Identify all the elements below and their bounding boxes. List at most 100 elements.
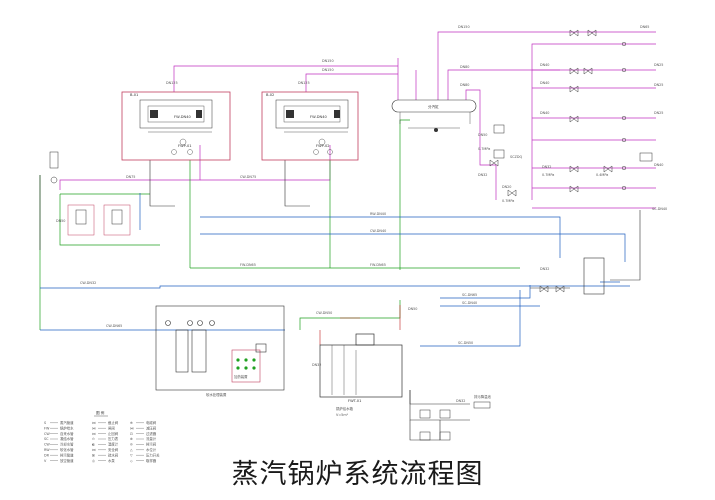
legend-symbol: ◇ bbox=[130, 459, 133, 463]
legend-symbol: CW bbox=[44, 443, 50, 447]
legend-text: 自来水管 bbox=[60, 431, 74, 436]
boiler-1: B-01 FW-DN40 FWP-01 bbox=[121, 91, 231, 161]
legend-symbol: ⋈ bbox=[92, 432, 95, 436]
label-cw-dn40: CW-DN40 bbox=[370, 229, 386, 233]
water-treatment-room bbox=[155, 305, 285, 391]
legend-symbol: ◎ bbox=[92, 459, 95, 463]
legend-symbol: FW bbox=[44, 426, 50, 430]
label-sc-dn40: SC-DN40 bbox=[462, 301, 477, 305]
label-header-branch-2: DN80 bbox=[460, 83, 469, 87]
legend-symbol: ⊘ bbox=[130, 443, 133, 447]
legend-text: 安全阀 bbox=[108, 447, 119, 452]
label-dn50-tank: DN50 bbox=[408, 307, 417, 311]
legend-col-2: ⋈截止阀⋈闸阀⋈止回阀⊙压力表◐温度计⋈安全阀⊠疏水阀◎水泵 bbox=[92, 420, 119, 463]
branch-dest-1: DN65 bbox=[640, 25, 649, 29]
label-cw-dn65: CW-DN65 bbox=[106, 324, 122, 328]
prv-size: DN50 bbox=[478, 133, 487, 137]
legend-symbol: ⊡ bbox=[130, 432, 133, 436]
legend-text: 电磁阀 bbox=[146, 420, 157, 425]
branch-size-4: DN40 bbox=[540, 111, 549, 115]
label-b2-riser: DN125 bbox=[298, 81, 310, 85]
legend-symbol: DR bbox=[44, 453, 50, 457]
boiler-1-pump: FWP-01 bbox=[178, 144, 192, 148]
legend-symbol: SC bbox=[44, 437, 49, 441]
legend-text: 凝结水管 bbox=[60, 436, 74, 441]
legend-symbol: △ bbox=[130, 448, 133, 452]
legend-text: 温度计 bbox=[108, 442, 119, 447]
boiler-1-id: B-01 bbox=[130, 93, 138, 97]
boiler-1-unit: FW-DN40 bbox=[174, 115, 192, 119]
legend-text: 水位计 bbox=[146, 447, 157, 452]
branch-dest-3: DN25 bbox=[654, 83, 663, 87]
legend-text: 取样器 bbox=[146, 458, 157, 463]
legend-text: 过滤器 bbox=[146, 431, 157, 436]
label-cw-dn75: DN75 bbox=[126, 175, 135, 179]
legend-text: 放空管道 bbox=[60, 458, 74, 463]
legend-text: 蒸汽管道 bbox=[60, 420, 74, 425]
condensate-unit bbox=[539, 257, 605, 295]
legend-symbol: V bbox=[44, 459, 47, 463]
label-cw-dn75-2: CW-DN75 bbox=[240, 175, 256, 179]
legend-heading: 图 例 bbox=[96, 410, 105, 415]
cooling-water-lines bbox=[40, 193, 630, 347]
feedwater-lines bbox=[39, 119, 520, 330]
branch-pressure-2: 0.4MPa bbox=[596, 173, 608, 177]
legend-text: 水泵 bbox=[108, 458, 115, 463]
legend-symbol: ⋈ bbox=[92, 448, 95, 452]
legend-text: 锅炉给水 bbox=[60, 425, 74, 430]
branch-valves bbox=[569, 29, 653, 193]
legend-text: 排污阀 bbox=[146, 442, 157, 447]
steam-header-label: 分汽缸 bbox=[428, 104, 439, 109]
label-steam-top: DN150 bbox=[458, 25, 470, 29]
boiler-2-unit: FW-DN40 bbox=[310, 115, 328, 119]
legend-symbol: ▽ bbox=[130, 453, 133, 457]
label-dn32-left: DN32 bbox=[540, 267, 549, 271]
legend-symbol: ⊙ bbox=[92, 437, 95, 441]
legend-symbol: S bbox=[44, 421, 46, 425]
blowdown-lines bbox=[319, 305, 401, 345]
legend-text: 冷却水管 bbox=[60, 442, 74, 447]
page-title: 蒸汽锅炉系统流程图 bbox=[231, 459, 484, 490]
label-fw-dn65-2: FW-DN65 bbox=[370, 263, 386, 267]
tank-note-1: 锅炉给水箱 bbox=[336, 406, 354, 411]
legend-symbol: ⊕ bbox=[130, 421, 133, 425]
boiler-2: B-02 FW-DN40 FWP-02 bbox=[261, 91, 359, 161]
steam-header: 分汽缸 bbox=[391, 99, 477, 132]
legend-symbol: ⊠ bbox=[92, 453, 95, 457]
branch-dest-2: DN25 bbox=[654, 63, 663, 67]
legend-text: 止回阀 bbox=[108, 431, 119, 436]
branch-size-5: DN32 bbox=[542, 165, 551, 169]
prv-dn20: DN20 bbox=[502, 185, 511, 189]
label-header-branch: DN80 bbox=[460, 65, 469, 69]
legend-text: 截止阀 bbox=[108, 420, 119, 425]
legend-symbol: ⋈ bbox=[92, 426, 95, 430]
legend-symbol: ◐ bbox=[92, 443, 95, 447]
label-rw-dn40: RW-DN40 bbox=[370, 212, 386, 216]
drain-lines bbox=[39, 160, 641, 441]
legend-text: 排污管道 bbox=[60, 452, 74, 457]
legend-symbol: CW bbox=[44, 432, 50, 436]
softener-label: 软水处理装置 bbox=[206, 392, 227, 397]
branch-dest-6: SC-DN40 bbox=[652, 207, 667, 211]
branch-dest-5: DN40 bbox=[654, 163, 663, 167]
legend-symbol: ⊗ bbox=[130, 437, 133, 441]
label-sc-dn65: SC-DN65 bbox=[462, 293, 477, 297]
legend-text: 软化水管 bbox=[60, 447, 74, 452]
label-cw-dn50: CW-DN50 bbox=[316, 311, 332, 315]
drain-box-label: 排污降温池 bbox=[474, 394, 492, 399]
legend-col-3: ⊕电磁阀⋈减压阀⊡过滤器⊗流量计⊘排污阀△水位计▽压力开关◇取样器 bbox=[130, 420, 160, 463]
branch-size-3: DN40 bbox=[540, 81, 549, 85]
prv-station bbox=[489, 124, 517, 197]
label-steam-main-1: DN150 bbox=[322, 59, 334, 63]
feedwater-tank bbox=[319, 333, 403, 398]
softener-unit bbox=[49, 151, 131, 236]
label-fw-dn65-1: FW-DN65 bbox=[240, 263, 256, 267]
label-dn32-bottom: DN32 bbox=[456, 399, 465, 403]
label-sc-dn50: SC-DN50 bbox=[458, 341, 473, 345]
label-dn50-left: DN50 bbox=[56, 219, 65, 223]
label-dn32-tank: DN32 bbox=[312, 363, 321, 367]
prv-dn32: DN32 bbox=[478, 173, 487, 177]
branch-dest-4: DN25 bbox=[654, 111, 663, 115]
